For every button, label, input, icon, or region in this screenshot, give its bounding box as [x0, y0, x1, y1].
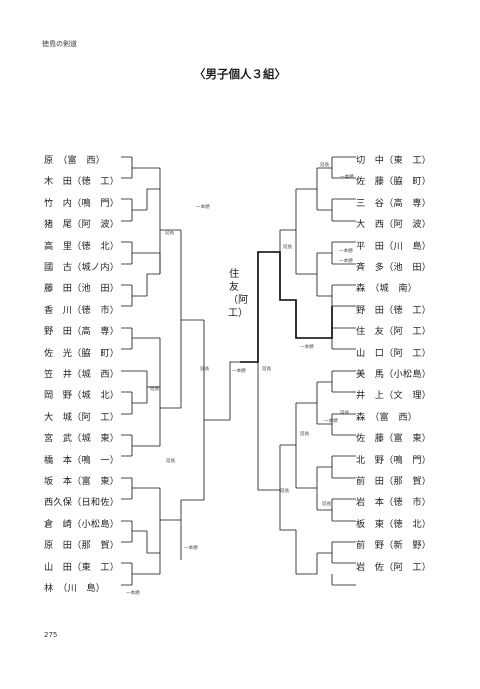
- right-entry: 美 馬（小松島）: [356, 369, 432, 380]
- left-entry: 木 田（徳 工）: [44, 176, 120, 188]
- left-entry: 山 田（東 工）: [44, 561, 120, 573]
- right-entry: 切 中（東 工）: [356, 155, 432, 166]
- right-entry: 住 友（阿 工）: [356, 326, 432, 338]
- match-note: 延長: [262, 365, 272, 372]
- page-title: 〈男子個人３組〉: [194, 67, 286, 81]
- left-entry: 橋 本（鳴 一）: [44, 454, 120, 466]
- left-entry: 西久保（日和佐）: [44, 497, 120, 509]
- right-entry: 岩 佐（阿 工）: [356, 561, 432, 573]
- left-entry: 野 田（高 専）: [44, 326, 120, 338]
- left-entry: 笠 井（城 西）: [44, 369, 120, 380]
- right-entry: 板 東（徳 北）: [356, 518, 432, 530]
- left-entry: 林 （川 島）: [44, 583, 106, 594]
- right-entry: 佐 藤（富 東）: [356, 433, 432, 445]
- left-entry: 宮 武（城 東）: [44, 433, 120, 445]
- page-number: 275: [44, 631, 58, 639]
- right-entry: 森 （城 南）: [356, 283, 418, 295]
- match-note: 延長: [165, 229, 175, 236]
- match-note: 延長: [300, 430, 310, 437]
- match-note: 延長: [322, 500, 332, 507]
- match-note: 一本勝: [339, 247, 353, 254]
- right-entry: 井 上（文 理）: [356, 390, 432, 402]
- match-note: 一本勝: [184, 544, 198, 551]
- match-note: 延長: [283, 243, 293, 250]
- left-entry: 倉 崎（小松島）: [44, 518, 120, 530]
- right-entry: 山 口（阿 工）: [356, 347, 432, 359]
- left-entry: 香 川（徳 市）: [44, 304, 120, 316]
- right-entry: 北 野（鳴 門）: [356, 454, 432, 466]
- right-entry: 森 （富 西）: [356, 411, 418, 423]
- left-entry: 岡 野（城 北）: [44, 390, 120, 402]
- match-note: 延長: [280, 487, 290, 494]
- match-note: 延長: [320, 161, 330, 168]
- right-entry: 前 田（那 賀）: [356, 476, 432, 487]
- right-entry: 前 野（新 野）: [356, 540, 432, 552]
- champion-name: 住友（阿工）: [228, 269, 248, 319]
- match-note: 延長: [340, 409, 350, 416]
- right-entry: 大 西（阿 波）: [356, 219, 432, 231]
- left-entry: 佐 光（脇 町）: [44, 347, 120, 359]
- left-entry: 坂 本（富 東）: [44, 476, 120, 487]
- match-note: 延長: [166, 457, 176, 464]
- left-entry: 大 城（阿 工）: [44, 411, 120, 423]
- match-note: 一本勝: [300, 343, 314, 350]
- left-entry: 竹 内（鳴 門）: [44, 197, 120, 209]
- book-header: 徳島の剣道: [42, 40, 77, 48]
- left-entry: 國 古（城ノ内）: [44, 262, 120, 273]
- right-entry: 佐 藤（脇 町）: [356, 176, 432, 188]
- left-entry: 原 田（那 賀）: [44, 540, 120, 552]
- left-entry: 原 （富 西）: [44, 155, 106, 166]
- right-entry: 平 田（川 島）: [356, 240, 432, 252]
- match-note: 一本勝: [126, 589, 140, 596]
- match-note: 一本勝: [196, 203, 210, 210]
- match-note: 一本勝: [340, 173, 354, 180]
- right-entry: 岩 本（徳 市）: [356, 497, 432, 509]
- right-entry: 三 谷（高 専）: [356, 197, 432, 209]
- left-entry: 藤 田（池 田）: [44, 283, 120, 295]
- match-note: 一本勝: [232, 367, 246, 374]
- right-entry: 斉 多（池 田）: [356, 262, 432, 273]
- match-note: 一本勝: [324, 417, 338, 424]
- match-note: 延長: [150, 385, 160, 392]
- match-note: 一本勝: [339, 257, 353, 264]
- right-entry: 野 田（徳 工）: [356, 304, 432, 316]
- left-entry: 猪 尾（阿 波）: [44, 219, 120, 231]
- match-note: 延長: [200, 365, 210, 372]
- left-entry: 高 里（徳 北）: [44, 240, 120, 252]
